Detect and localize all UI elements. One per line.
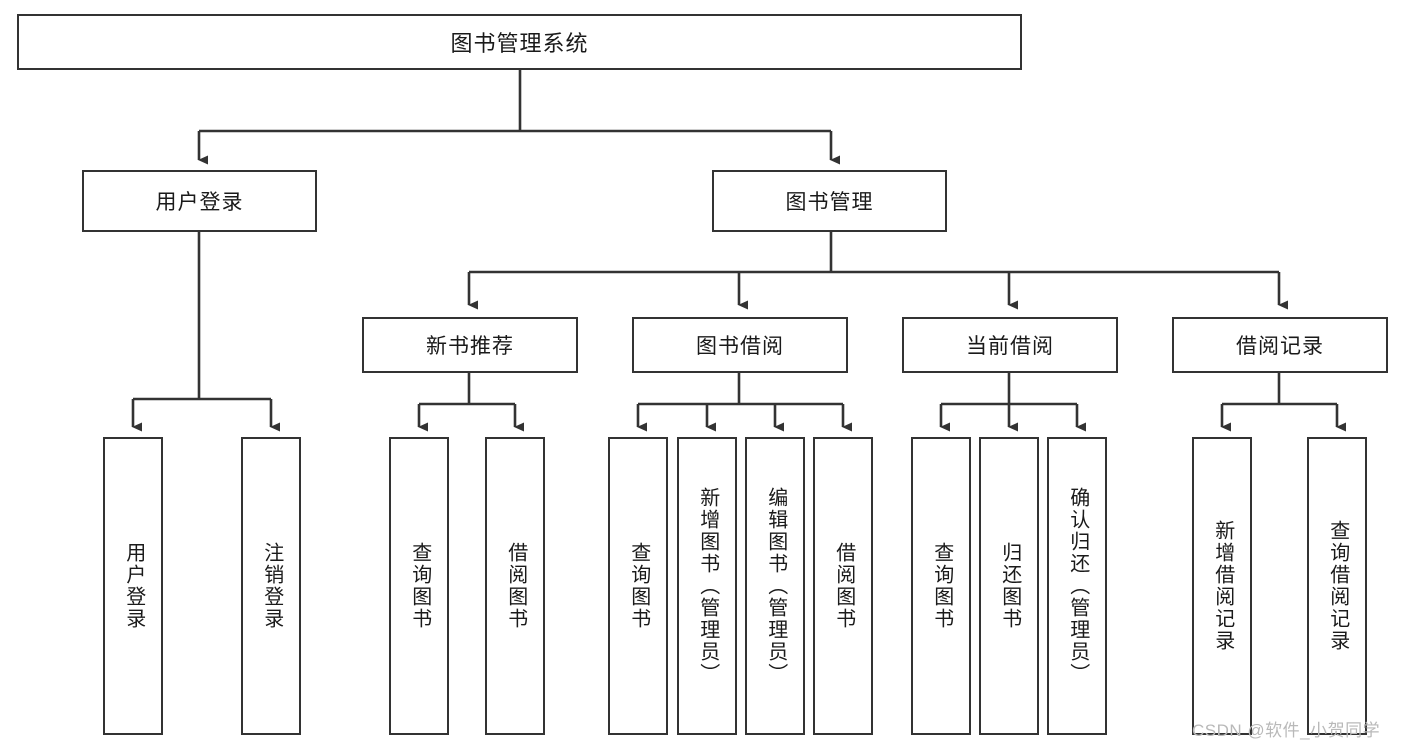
node-label: 图书管理 xyxy=(785,191,874,214)
node-leaf-query-record[interactable]: 查询借阅记录 xyxy=(1307,437,1367,735)
node-label: 当前借阅 xyxy=(966,335,1054,358)
node-label: 查询图书 xyxy=(930,542,953,630)
node-label: 图书借阅 xyxy=(696,335,784,358)
node-label: 查询图书 xyxy=(408,542,431,630)
node-root-book-management-system[interactable]: 图书管理系统 xyxy=(17,14,1022,70)
node-label: 新增借阅记录 xyxy=(1211,520,1234,652)
node-leaf-query-book-borrow[interactable]: 查询图书 xyxy=(608,437,668,735)
node-leaf-user-login[interactable]: 用户登录 xyxy=(103,437,163,735)
node-label: 用户登录 xyxy=(155,191,244,214)
node-label: 新书推荐 xyxy=(426,335,514,358)
node-current-borrow[interactable]: 当前借阅 xyxy=(902,317,1118,373)
node-borrow-record[interactable]: 借阅记录 xyxy=(1172,317,1388,373)
node-leaf-add-book[interactable]: 新增图书（管理员） xyxy=(677,437,737,735)
node-label: 查询图书 xyxy=(627,542,650,630)
node-leaf-edit-book[interactable]: 编辑图书（管理员） xyxy=(745,437,805,735)
node-label: 借阅图书 xyxy=(504,542,527,630)
node-label: 注销登录 xyxy=(260,542,283,630)
node-label: 用户登录 xyxy=(122,542,145,630)
node-label: 编辑图书（管理员） xyxy=(764,487,787,685)
node-leaf-query-book-current[interactable]: 查询图书 xyxy=(911,437,971,735)
node-leaf-logout-login[interactable]: 注销登录 xyxy=(241,437,301,735)
node-user-login[interactable]: 用户登录 xyxy=(82,170,317,232)
node-leaf-borrow-book[interactable]: 借阅图书 xyxy=(813,437,873,735)
node-label: 图书管理系统 xyxy=(450,31,589,56)
node-label: 借阅记录 xyxy=(1236,335,1324,358)
node-new-book-recommend[interactable]: 新书推荐 xyxy=(362,317,578,373)
node-label: 查询借阅记录 xyxy=(1326,520,1349,652)
node-label: 新增图书（管理员） xyxy=(696,487,719,685)
csdn-watermark: CSDN @软件_小贺同学 xyxy=(1192,721,1381,740)
node-label: 借阅图书 xyxy=(832,542,855,630)
node-leaf-confirm-return[interactable]: 确认归还（管理员） xyxy=(1047,437,1107,735)
node-leaf-borrow-book-new[interactable]: 借阅图书 xyxy=(485,437,545,735)
node-leaf-query-book-new[interactable]: 查询图书 xyxy=(389,437,449,735)
node-leaf-return-book[interactable]: 归还图书 xyxy=(979,437,1039,735)
node-leaf-add-record[interactable]: 新增借阅记录 xyxy=(1192,437,1252,735)
node-label: 确认归还（管理员） xyxy=(1066,487,1089,685)
node-label: 归还图书 xyxy=(998,542,1021,630)
node-book-borrow[interactable]: 图书借阅 xyxy=(632,317,848,373)
node-book-management[interactable]: 图书管理 xyxy=(712,170,947,232)
